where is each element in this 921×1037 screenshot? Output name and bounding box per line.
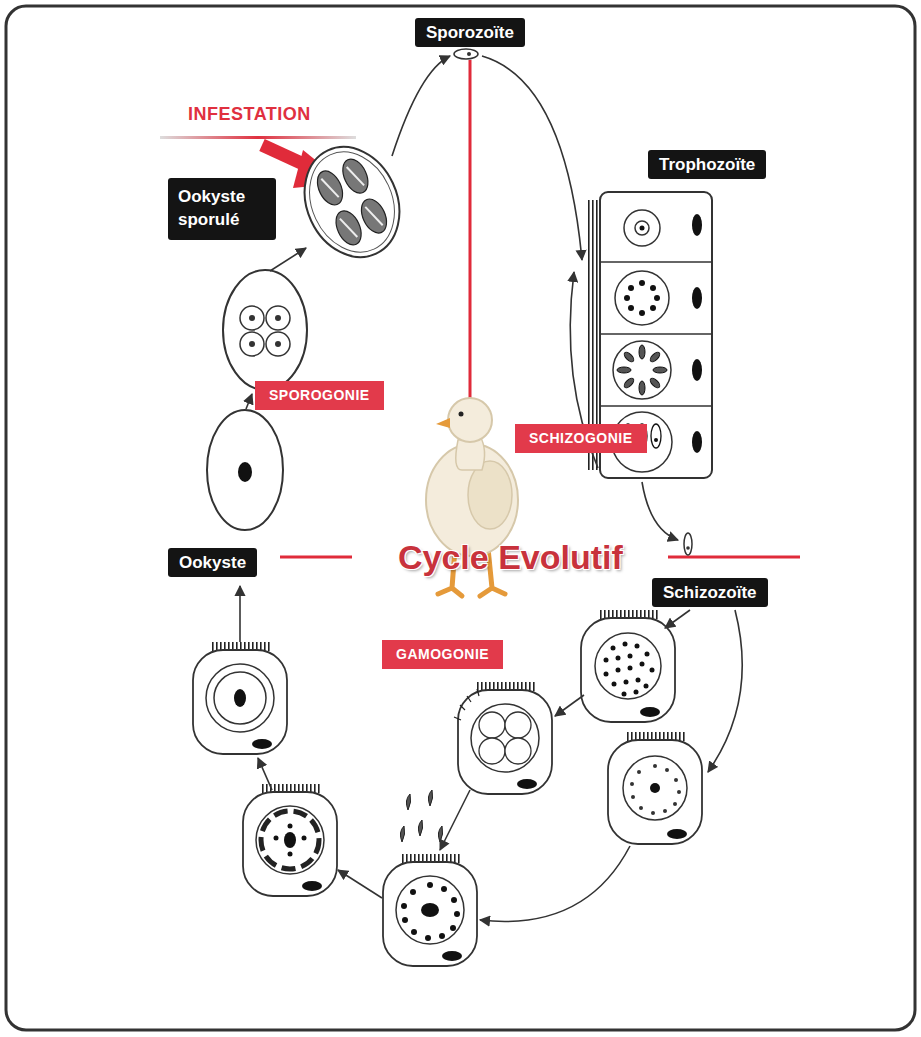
microgametocyte-cell (454, 682, 552, 794)
cycle-arrows (240, 56, 742, 921)
cycle-arrow (665, 610, 690, 628)
phase-label: GAMOGONIE (382, 640, 503, 669)
sporoblast-oocyst (223, 270, 307, 390)
cycle-arrow (270, 248, 306, 271)
young-oocyst-cell (193, 642, 287, 754)
cycle-arrow (392, 56, 450, 156)
macrogametocyte-cell (608, 732, 702, 844)
schizont-cell (581, 610, 675, 722)
zygote-cell (243, 784, 337, 896)
cycle-arrow (258, 758, 272, 790)
axis-line (469, 60, 472, 398)
fertilized-macrogamete-cell (383, 854, 477, 966)
sporozoite-shape (454, 49, 478, 59)
phase-label: SCHIZOGONIE (515, 424, 647, 453)
stage-label: Ookyste (168, 548, 257, 577)
underline (160, 136, 356, 139)
stage-label: Schizozoïte (652, 578, 768, 607)
cycle-arrow (555, 695, 584, 716)
label-text: Sporozoïte (426, 22, 514, 43)
label-text: Ookyste sporulé (178, 186, 266, 232)
stage-label: Trophozoïte (648, 150, 766, 179)
sporulated-oocyst (287, 131, 417, 272)
label-text: Trophozoïte (659, 154, 755, 175)
stage-label: Ookyste sporulé (168, 178, 276, 240)
microgametes (400, 790, 442, 842)
cycle-arrow (480, 846, 630, 921)
phase-label: SPOROGONIE (255, 381, 384, 410)
schizozoite-shape (684, 533, 692, 555)
cycle-arrow (338, 870, 382, 898)
unsporulated-oocyst (207, 410, 283, 530)
cycle-arrow (440, 790, 470, 850)
label-text: GAMOGONIE (396, 646, 489, 663)
frame (6, 6, 915, 1030)
label-text: Schizozoïte (663, 582, 757, 603)
axis-line (668, 556, 800, 559)
stage-label: Sporozoïte (415, 18, 525, 47)
cycle-arrow (482, 56, 582, 260)
cycle-arrow (642, 482, 678, 540)
label-text: SCHIZOGONIE (529, 430, 633, 447)
cycle-title: Cycle Evolutif (398, 538, 623, 577)
cycle-arrow (708, 610, 742, 772)
axis-line (280, 556, 352, 559)
cycle-arrow (239, 586, 241, 642)
label-text: SPOROGONIE (269, 387, 370, 404)
label-text: Ookyste (179, 552, 246, 573)
cycle-arrow (246, 394, 252, 409)
infestation-label: INFESTATION (188, 104, 311, 125)
